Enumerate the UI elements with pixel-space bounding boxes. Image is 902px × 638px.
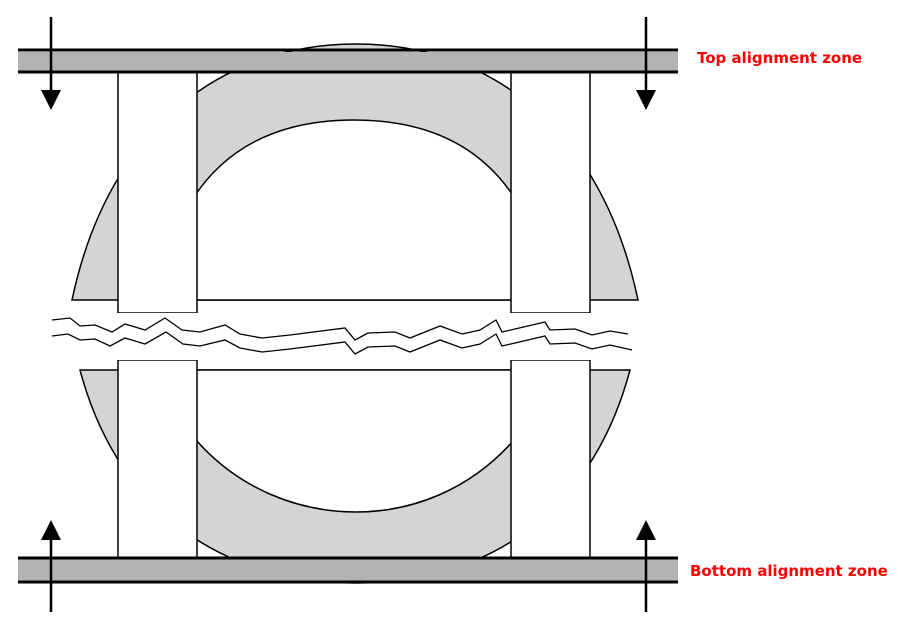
arrow-up-icon [636,520,656,540]
top-alignment-zone [18,48,678,74]
arrow-down-icon [636,90,656,110]
bottom-alignment-zone [18,556,678,584]
glyph-bottom-left-stem [117,359,198,559]
arrow-down-right [636,17,656,110]
break-line-upper [51,317,629,341]
break-mask [40,313,660,360]
glyph-bottom-half [79,359,631,584]
glyph-top-half [71,43,639,314]
break-line-lower [51,331,633,355]
glyph-top-left-stem [117,69,198,314]
arrow-down-icon [41,90,61,110]
glyph-top-counter [191,119,517,301]
arrow-up-left [41,520,61,612]
bottom-zone-band [18,559,678,581]
top-zone-band [18,52,678,71]
arrow-down-left [41,17,61,110]
bottom-alignment-zone-label: Bottom alignment zone [690,562,888,580]
arrow-up-icon [41,520,61,540]
glyph-bottom-counter [195,369,515,513]
top-alignment-zone-label: Top alignment zone [697,49,863,67]
glyph-top-right-stem [510,69,591,314]
glyph-bottom-right-stem [510,359,591,559]
arrow-up-right [636,520,656,612]
